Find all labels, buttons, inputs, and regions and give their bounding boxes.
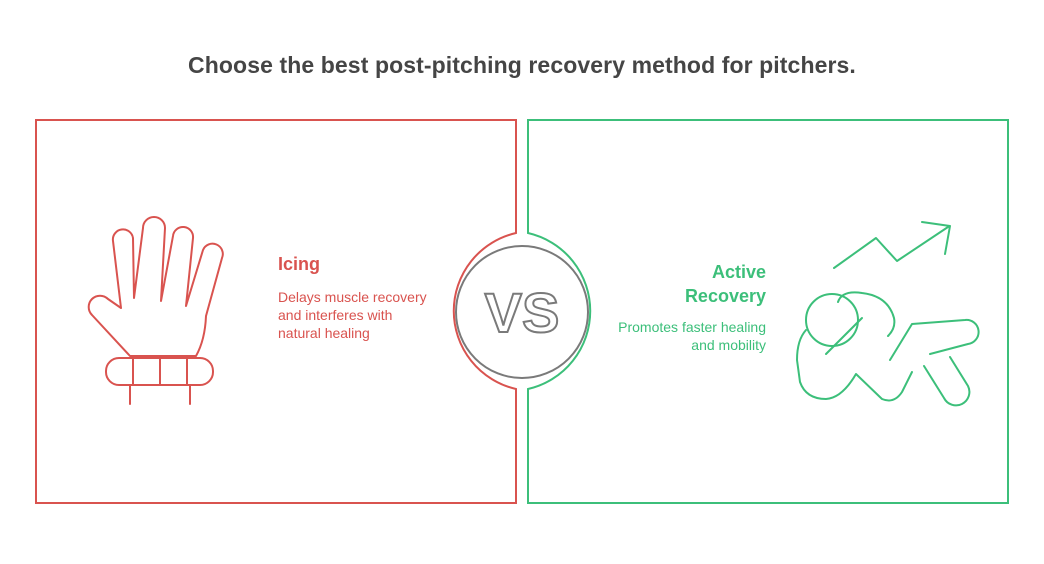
vs-circle [455,245,589,379]
active-recovery-description: Promotes faster healing and mobility [618,319,766,353]
vs-label: VS [485,281,560,344]
active-recovery-heading-line2: Recovery [684,286,766,306]
left-panel-border [35,119,517,504]
icing-heading: Icing [278,254,321,274]
page-title: Choose the best post-pitching recovery m… [188,52,856,78]
active-recovery-heading-line1: Active [711,262,766,282]
right-panel-border [527,119,1009,504]
active-recovery-heading: Active Recovery [606,260,766,308]
person-stretching-with-trend-arrow-icon [796,221,980,407]
icing-description: Delays muscle recovery and interferes wi… [278,289,427,341]
hand-with-ice-wrap-icon [87,216,224,405]
